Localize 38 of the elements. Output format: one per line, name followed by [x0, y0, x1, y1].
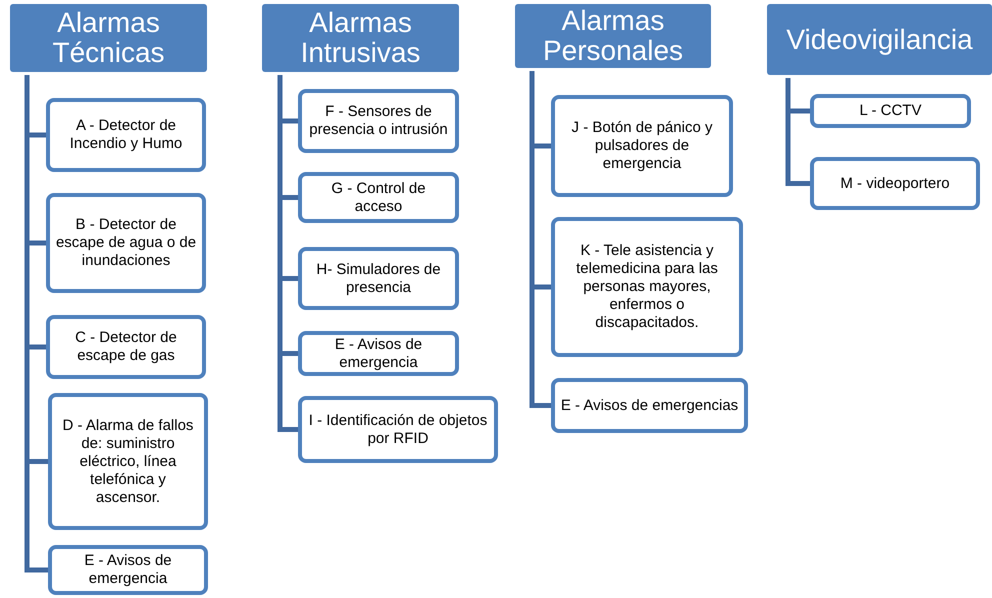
item-box — [298, 331, 459, 376]
category-header — [515, 4, 711, 68]
item-box — [46, 315, 206, 379]
item-text: E - Avisos de emergencias — [560, 396, 738, 414]
item-text: F - Sensores de presencia o intrusión — [308, 103, 449, 139]
item-box — [298, 396, 498, 463]
item-text: E - Avisos de emergencia — [334, 336, 424, 372]
item-box — [298, 89, 459, 153]
item-text: H- Simuladores de presencia — [315, 260, 442, 296]
item-text: D - Alarma de fallos de: suministro eléctrico, línea telefónica y ascensor. — [62, 416, 194, 506]
item-text: G - Control de acceso — [330, 180, 427, 216]
item-text: J - Botón de pánico y pulsadores de emergencia — [570, 119, 714, 173]
item-text: B - Detector de escape de agua o de inundaciones — [54, 216, 198, 270]
item-box — [810, 157, 980, 210]
item-box — [48, 545, 208, 595]
item-text: K - Tele asistencia y telemedicina para las personas mayores, enfermos o discapacitados. — [575, 242, 719, 332]
item-box — [46, 98, 206, 172]
item-text: A - Detector de Incendio y Humo — [68, 117, 184, 153]
header-text: Alarmas Intrusivas — [300, 8, 422, 68]
item-text: L - CCTV — [860, 102, 922, 120]
item-box — [298, 172, 459, 223]
item-box — [810, 94, 971, 128]
item-box — [48, 393, 208, 530]
category-header — [767, 4, 992, 75]
item-box — [46, 193, 206, 293]
item-box — [551, 95, 733, 197]
item-text: I - Identificación de objetos por RFID — [308, 412, 488, 448]
header-text: Videovigilancia — [786, 24, 973, 54]
header-text: Alarmas Personales — [542, 6, 684, 66]
item-text: C - Detector de escape de gas — [74, 329, 178, 365]
category-header — [262, 4, 459, 72]
item-box — [551, 378, 748, 433]
item-text: E - Avisos de emergencia — [83, 552, 173, 588]
category-header — [10, 4, 207, 72]
header-text: Alarmas Técnicas — [51, 8, 166, 68]
item-box — [298, 247, 459, 310]
item-text: M - videoportero — [840, 174, 950, 192]
item-box — [551, 217, 743, 357]
